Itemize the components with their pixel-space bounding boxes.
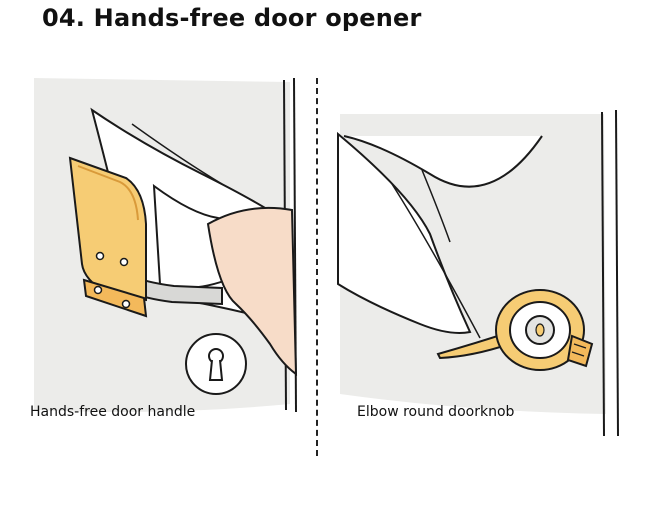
screw xyxy=(119,257,129,267)
page-title: 04. Hands-free door opener xyxy=(42,4,422,32)
wrist xyxy=(206,206,298,376)
caption-elbow-doorknob: Elbow round doorknob xyxy=(357,404,515,420)
screw xyxy=(93,285,103,295)
brass-clamp xyxy=(566,334,594,368)
elbow-doorknob-illustration xyxy=(330,74,630,436)
caption-door-handle: Hands-free door handle xyxy=(30,404,196,420)
screw xyxy=(121,299,131,309)
elbow-sleeve xyxy=(337,131,472,334)
door-handle-illustration xyxy=(22,74,312,436)
panel-divider xyxy=(316,78,318,456)
keyhole-plate xyxy=(185,333,247,395)
screw xyxy=(95,251,105,261)
brass-knob-ring xyxy=(495,289,585,371)
